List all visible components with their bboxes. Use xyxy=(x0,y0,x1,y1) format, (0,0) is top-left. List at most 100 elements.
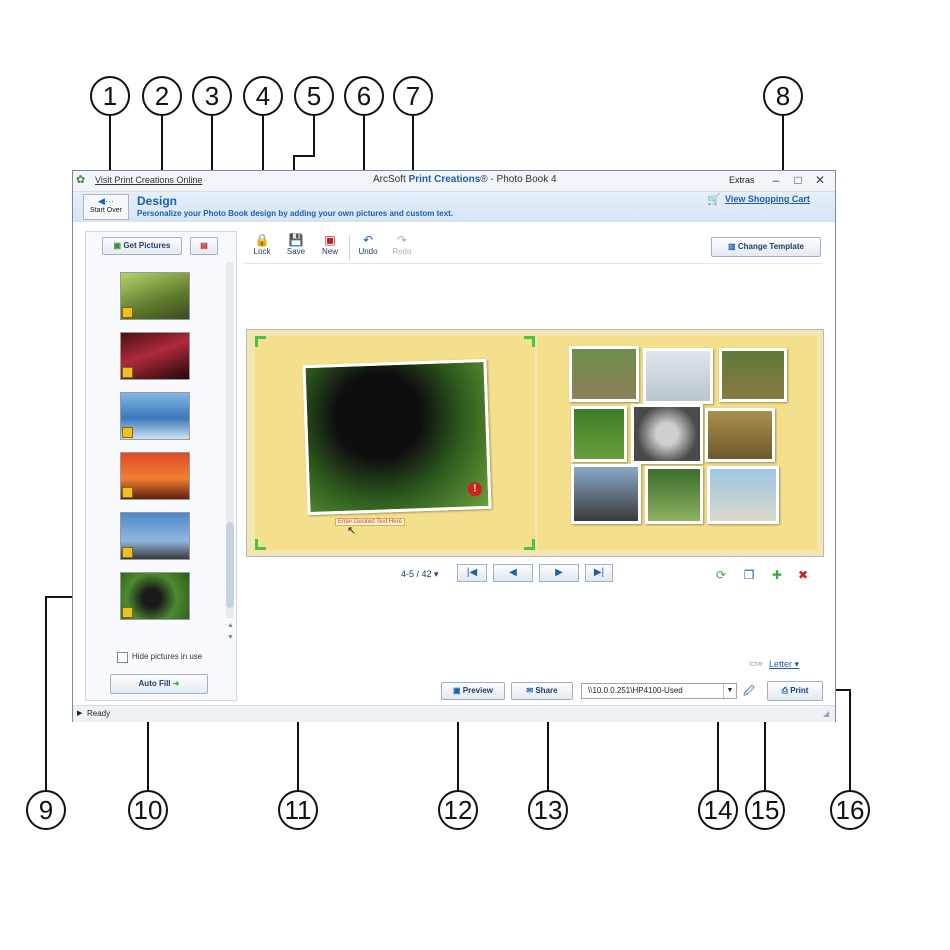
chevron-down-icon[interactable]: ▼ xyxy=(723,684,736,698)
photo-cattle[interactable] xyxy=(571,464,641,524)
undo-button[interactable]: ↶Undo xyxy=(353,233,383,256)
photo-monkey-grass[interactable] xyxy=(719,348,787,402)
visit-online-link[interactable]: Visit Print Creations Online xyxy=(95,175,203,185)
extras-menu[interactable]: Extras xyxy=(729,175,755,185)
hide-pictures-checkbox[interactable] xyxy=(117,652,128,663)
printer-icon: ⎙ xyxy=(781,686,788,695)
new-button[interactable]: ▣New xyxy=(315,233,345,256)
next-page-button[interactable]: ▶ xyxy=(539,564,579,582)
photo-vervet[interactable] xyxy=(571,406,627,462)
minimize-button[interactable]: – xyxy=(772,173,780,187)
maximize-button[interactable]: □ xyxy=(794,173,802,187)
scroll-up-icon[interactable]: ▲ xyxy=(227,622,234,629)
title-prefix: ArcSoft xyxy=(373,174,409,185)
thumbnail-monkey-selected[interactable] xyxy=(120,572,190,620)
picture-options-button[interactable]: ▤ xyxy=(190,237,218,255)
start-over-button[interactable]: ◀··· Start Over xyxy=(83,194,129,220)
toolbar-separator xyxy=(349,235,350,261)
text-box[interactable]: Enter Desired Text Here xyxy=(335,518,405,526)
scrollbar-thumb[interactable] xyxy=(226,522,234,608)
get-pictures-button[interactable]: ▣ Get Pictures xyxy=(102,237,182,255)
page-selector[interactable]: 4-5 / 42 ▾ xyxy=(401,569,439,579)
first-page-button[interactable]: |◀ xyxy=(457,564,487,582)
change-template-button[interactable]: ▥ Change Template xyxy=(711,237,821,257)
callout-15: 15 xyxy=(745,790,785,830)
printer-select[interactable]: \\10.0.0.251\HP4100-Used ▼ xyxy=(581,683,737,699)
main-photo-frame[interactable]: ! xyxy=(302,358,492,516)
close-button[interactable]: ✕ xyxy=(814,173,826,187)
auto-fill-arrow-icon: ➜ xyxy=(172,679,180,688)
lock-label: Lock xyxy=(253,247,271,256)
save-icon: 💾 xyxy=(288,233,304,247)
tray-scrollbar[interactable] xyxy=(226,262,234,618)
rotate-page-icon[interactable]: ⟳ xyxy=(715,568,727,582)
status-text: Ready xyxy=(87,709,111,718)
print-label: Print xyxy=(790,686,809,695)
next-page-icon: ▶ xyxy=(555,567,563,578)
thumbnail-seagull[interactable] xyxy=(120,512,190,560)
change-template-label: Change Template xyxy=(737,242,804,251)
lock-button[interactable]: 🔒Lock xyxy=(247,233,277,256)
status-bar: ▶ Ready ◢ xyxy=(73,705,835,722)
add-page-icon[interactable]: ✚ xyxy=(771,568,783,582)
step-title: Design xyxy=(137,194,178,208)
callout-8: 8 xyxy=(763,76,803,116)
auto-fill-label: Auto Fill xyxy=(138,679,171,688)
delete-page-icon[interactable]: ✖ xyxy=(797,568,809,582)
share-button[interactable]: ✉ Share xyxy=(511,682,573,700)
preview-label: Preview xyxy=(462,686,494,695)
preview-button[interactable]: ▣ Preview xyxy=(441,682,505,700)
left-page[interactable]: ! Enter Desired Text Here ↖ xyxy=(255,336,535,550)
callout-3: 3 xyxy=(192,76,232,116)
photo-bird-field[interactable] xyxy=(705,408,775,462)
callout-9: 9 xyxy=(26,790,66,830)
undo-icon: ↶ xyxy=(362,233,374,247)
selection-corner-icon xyxy=(524,336,535,347)
step-subtitle: Personalize your Photo Book design by ad… xyxy=(137,209,454,218)
redo-icon: ↷ xyxy=(396,233,408,247)
save-button[interactable]: 💾Save xyxy=(281,233,311,256)
redo-button[interactable]: ↷Redo xyxy=(387,233,417,256)
in-use-icon xyxy=(122,487,133,498)
auto-fill-button[interactable]: Auto Fill ➜ xyxy=(110,674,208,694)
photo-bird-branch[interactable] xyxy=(643,348,713,404)
back-arrow-icon: ◀··· xyxy=(98,196,114,206)
paper-size-selector[interactable]: Letter ▾ xyxy=(769,659,800,669)
title-suffix: ® - Photo Book 4 xyxy=(480,174,557,185)
callout-13: 13 xyxy=(528,790,568,830)
hide-pictures-label: Hide pictures in use xyxy=(132,652,203,661)
right-page[interactable] xyxy=(537,336,817,550)
duplicate-page-icon[interactable]: ❐ xyxy=(743,568,755,582)
photo-stork[interactable] xyxy=(707,466,779,524)
shopping-cart-icon: 🛒 xyxy=(707,194,721,206)
toolbar-divider xyxy=(243,263,823,264)
callout-14: 14 xyxy=(698,790,738,830)
printer-name: \\10.0.0.251\HP4100-Used xyxy=(588,686,683,695)
photo-monkey-face[interactable] xyxy=(631,404,703,464)
last-page-button[interactable]: ▶| xyxy=(585,564,613,582)
print-button[interactable]: ⎙ Print xyxy=(767,681,823,701)
callout-1: 1 xyxy=(90,76,130,116)
start-over-label: Start Over xyxy=(90,207,122,214)
in-use-icon xyxy=(122,607,133,618)
new-label: New xyxy=(321,247,338,256)
undo-label: Undo xyxy=(358,247,378,256)
callout-6: 6 xyxy=(344,76,384,116)
photo-bird-tree[interactable] xyxy=(645,466,703,524)
thumbnail-bird-1[interactable] xyxy=(120,272,190,320)
app-logo-icon: ✿ xyxy=(76,174,86,186)
scroll-down-icon[interactable]: ▼ xyxy=(227,634,234,641)
warning-icon[interactable]: ! xyxy=(467,482,483,497)
lock-icon: 🔒 xyxy=(254,233,270,247)
previous-page-button[interactable]: ◀ xyxy=(493,564,533,582)
resize-grip-icon[interactable]: ◢ xyxy=(823,709,830,718)
printer-settings-icon[interactable]: 🖉 xyxy=(743,686,755,698)
callout-4: 4 xyxy=(243,76,283,116)
thumbnail-sunset[interactable] xyxy=(120,452,190,500)
redo-label: Redo xyxy=(392,247,412,256)
view-shopping-cart-link[interactable]: View Shopping Cart xyxy=(725,194,810,204)
thumbnail-flock[interactable] xyxy=(120,392,190,440)
thumbnail-flamingo[interactable] xyxy=(120,332,190,380)
photo-monkeys[interactable] xyxy=(569,346,639,402)
title-brand: Print Creations xyxy=(408,174,481,185)
